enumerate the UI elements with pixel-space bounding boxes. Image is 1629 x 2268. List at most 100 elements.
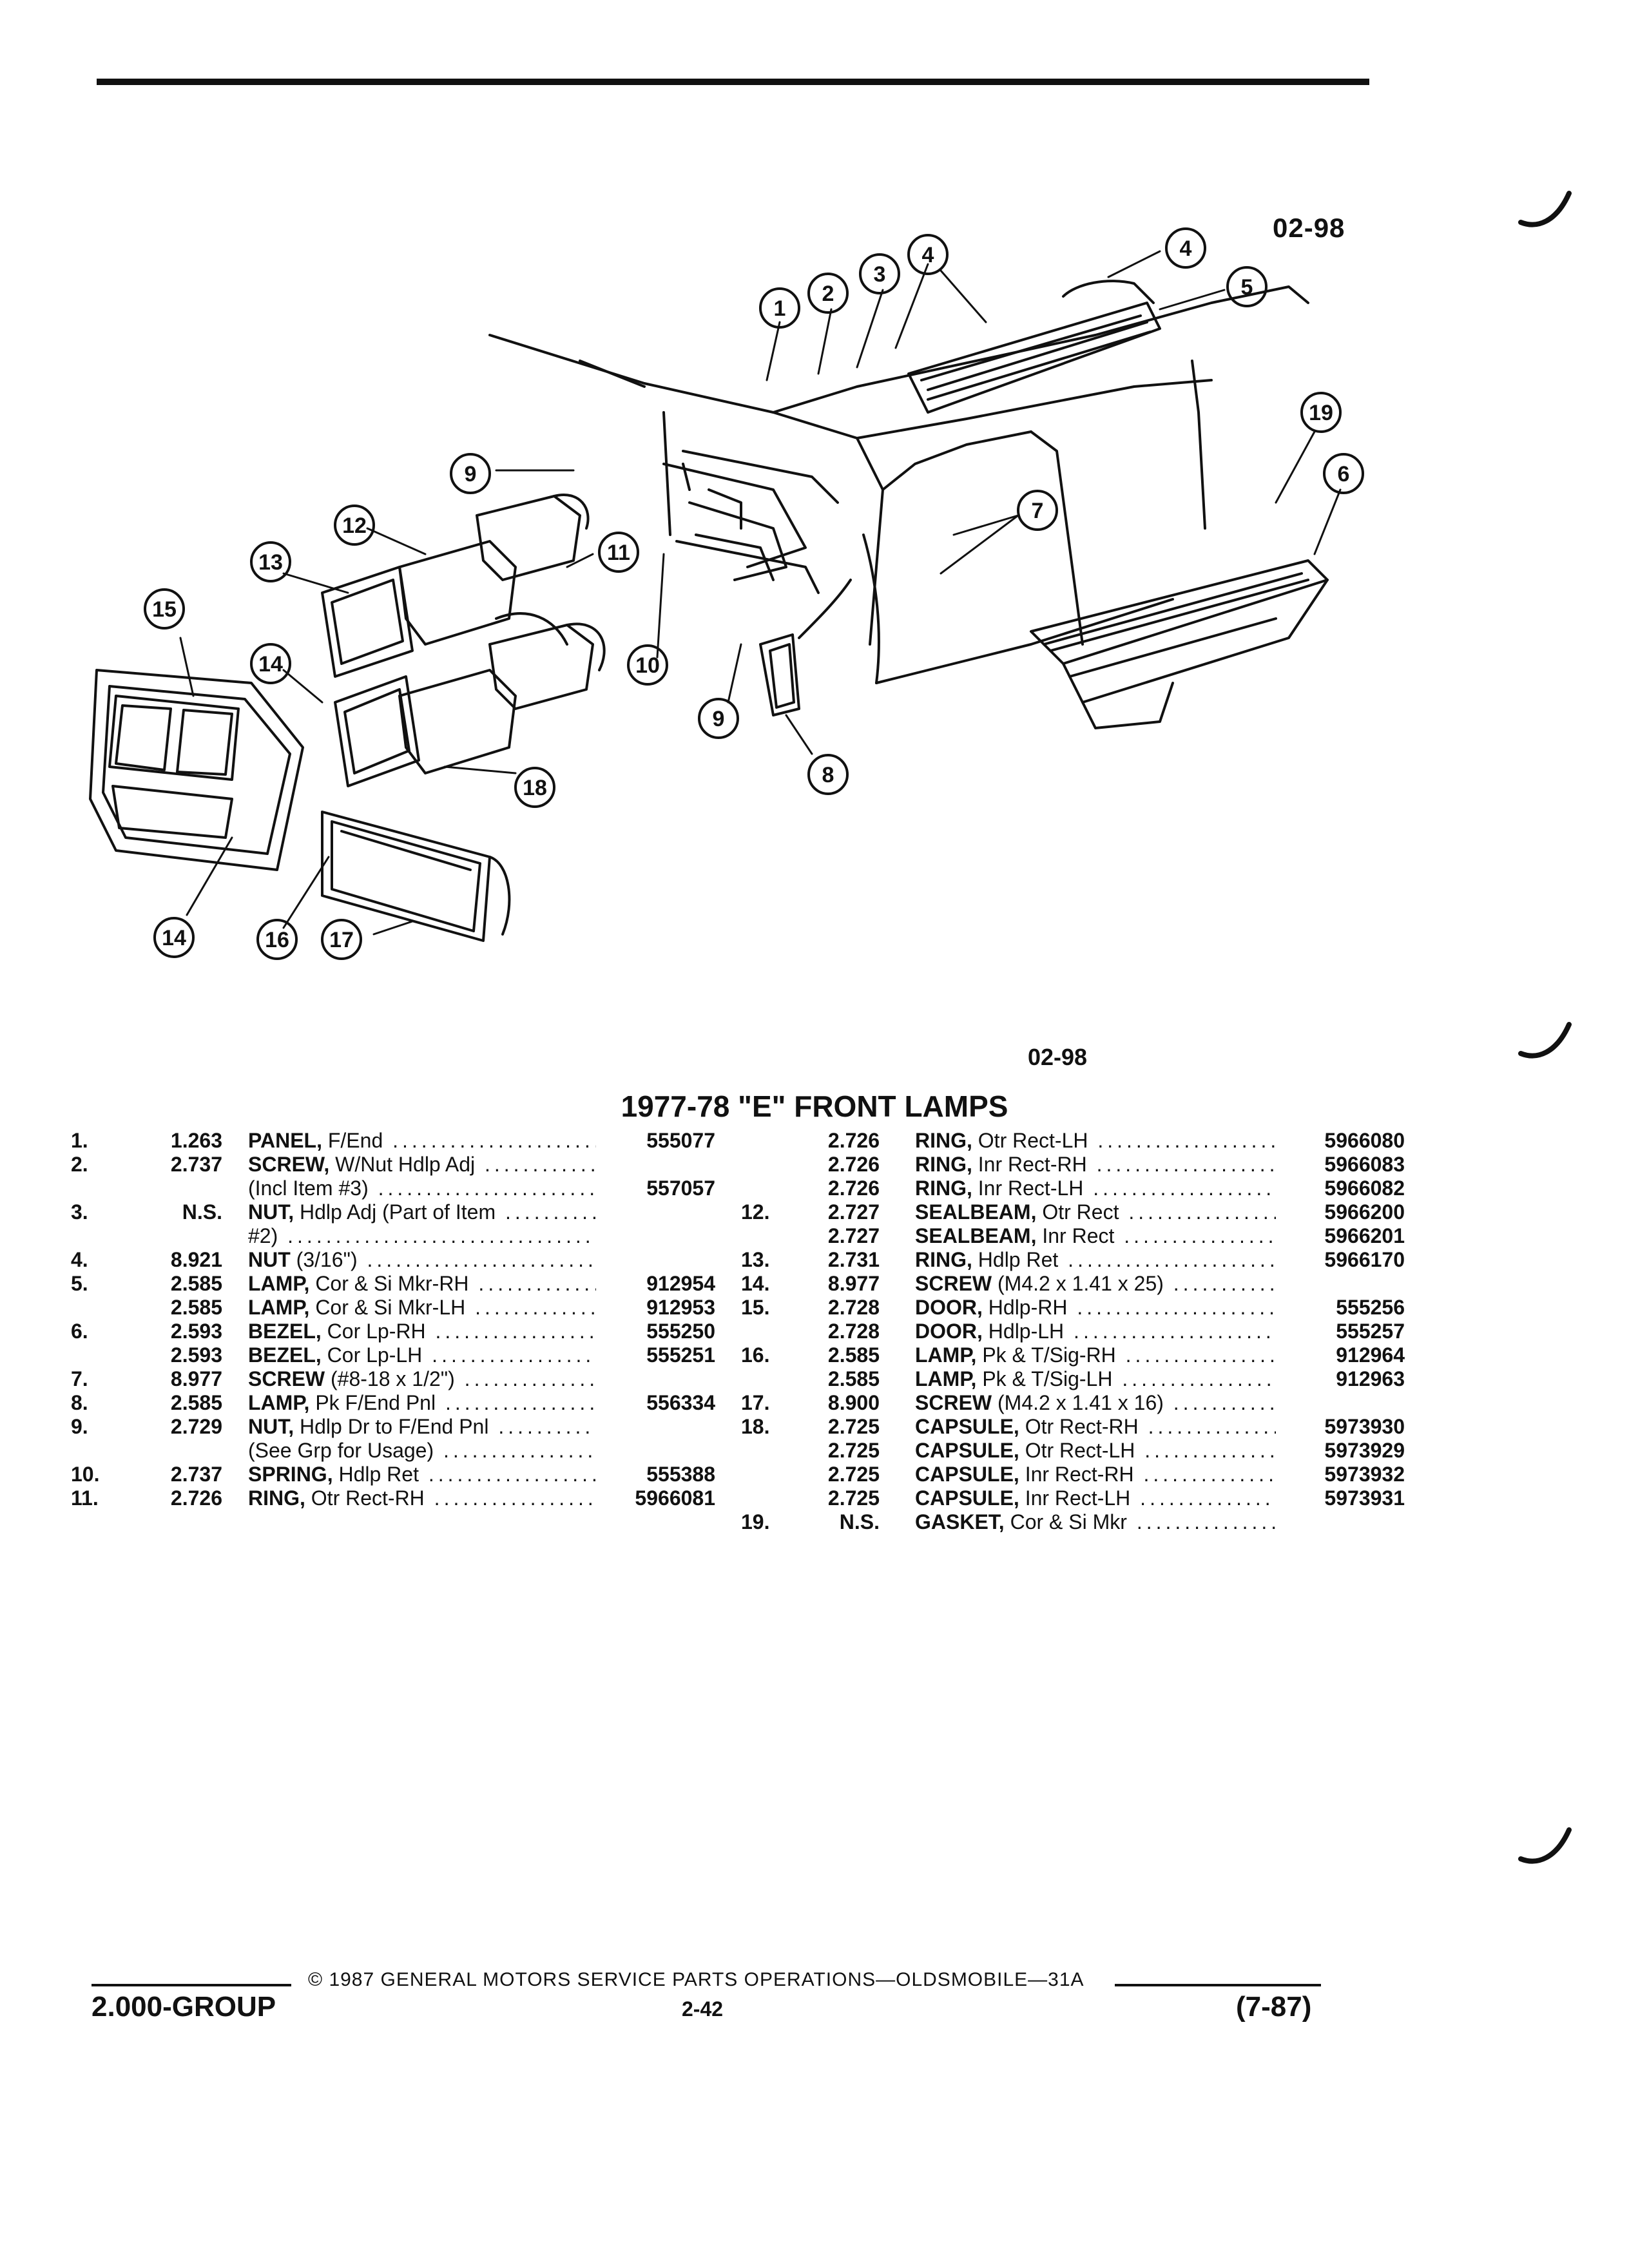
item-number: 7. [71,1367,88,1390]
part-description: CAPSULE, Otr Rect-LH ...................… [915,1439,1276,1463]
item-number: 8. [71,1391,88,1414]
callout-6: 6 [1338,462,1350,486]
part-description: SEALBEAM, Inr Rect .....................… [915,1224,1276,1248]
callout-10: 10 [635,653,660,678]
part-detail: Hdlp Dr to F/End Pnl [300,1415,489,1438]
top-rule [97,79,1369,85]
leader-dots: ........................................… [505,1200,596,1224]
part-detail: Otr Rect-RH [311,1486,425,1510]
item-number: 10. [71,1463,100,1486]
group-ref: 2.726 [827,1177,880,1200]
leader-dots: ........................................… [432,1343,596,1367]
leader-dots: ........................................… [392,1129,596,1152]
part-detail: Otr Rect-RH [1025,1415,1139,1438]
item-number: 17. [741,1391,770,1414]
part-description: CAPSULE, Inr Rect-LH ...................… [915,1486,1276,1510]
part-name: LAMP, [248,1272,310,1295]
group-ref: 2.728 [827,1296,880,1319]
binding-mark-top [1518,191,1572,227]
exploded-parts-diagram: 1 2 3 4 4 5 19 6 7 9 12 13 11 15 14 10 9… [0,0,1629,1031]
group-ref: 2.726 [170,1486,222,1510]
part-name: NUT, [248,1415,294,1438]
part-description: BEZEL, Cor Lp-RH .......................… [248,1320,596,1343]
leader-dots: ........................................… [1136,1510,1276,1533]
part-detail: Inr Rect [1042,1224,1115,1247]
part-description: PANEL, F/End ...........................… [248,1129,596,1153]
leader-dots: ........................................… [428,1463,596,1486]
leader-dots: ........................................… [1144,1439,1276,1462]
group-ref: 2.585 [170,1296,222,1319]
item-number: 1. [71,1129,88,1152]
group-ref: 2.727 [827,1200,880,1224]
callout-11: 11 [607,541,630,565]
part-name: BEZEL, [248,1320,322,1343]
side-marker-lamp [907,280,1161,414]
part-description: (Incl Item #3) .........................… [248,1177,596,1200]
callout-4b: 4 [1180,236,1192,261]
item-number: 16. [741,1343,770,1367]
group-ref: 2.725 [827,1463,880,1486]
leader-lines [179,250,1342,936]
part-description: SCREW, W/Nut Hdlp Adj ..................… [248,1153,596,1177]
part-name: NUT, [248,1200,294,1224]
group-ref: 2.726 [827,1129,880,1152]
leader-dots: ........................................… [1077,1296,1276,1319]
leader-dots: ........................................… [484,1153,596,1176]
part-number: 912964 [1336,1343,1405,1367]
part-number: 912963 [1336,1367,1405,1390]
part-number: 555250 [646,1320,715,1343]
part-detail: Otr Rect-LH [978,1129,1088,1152]
part-detail: Inr Rect-LH [978,1177,1084,1200]
part-name: SEALBEAM, [915,1224,1037,1247]
part-number: 5966081 [635,1486,715,1510]
part-name: NUT [248,1248,291,1271]
item-number: 9. [71,1415,88,1438]
part-name: LAMP, [248,1296,310,1319]
item-number: 15. [741,1296,770,1319]
leader-dots: ........................................… [378,1177,596,1200]
leader-dots: ........................................… [435,1320,596,1343]
callout-labels: 1 2 3 4 4 5 19 6 7 9 12 13 11 15 14 10 9… [152,236,1349,952]
callout-14b: 14 [162,926,186,950]
part-number: 555257 [1336,1320,1405,1343]
footer-rule-left [92,1984,291,1986]
part-detail: Inr Rect-RH [978,1153,1087,1176]
group-ref: 2.737 [170,1463,222,1486]
group-ref: 8.921 [170,1248,222,1271]
part-number: 5973929 [1324,1439,1405,1462]
part-detail: Hdlp Ret [978,1248,1059,1271]
leader-dots: ........................................… [1143,1463,1276,1486]
part-description: RING, Otr Rect-RH ......................… [248,1486,596,1510]
callout-circles [144,227,1364,960]
part-detail: Otr Rect [1042,1200,1119,1224]
footer-page-number: 2-42 [682,1997,724,2021]
group-ref: 8.900 [827,1391,880,1414]
part-detail: (#8-18 x 1/2") [331,1367,455,1390]
group-ref: 1.263 [170,1129,222,1152]
callout-3: 3 [874,262,886,287]
part-name: BEZEL, [248,1343,322,1367]
part-detail: Hdlp-RH [988,1296,1068,1319]
part-name: DOOR, [915,1320,983,1343]
front-end-park-lamp [759,579,852,716]
part-description: LAMP, Pk & T/Sig-LH ....................… [915,1367,1276,1391]
leader-dots: ........................................… [1125,1343,1276,1367]
callout-16: 16 [265,928,289,952]
leader-dots: ........................................… [1173,1272,1276,1295]
item-number: 5. [71,1272,88,1295]
callout-13: 13 [258,550,283,575]
part-detail: Hdlp Adj (Part of Item [300,1200,496,1224]
leader-dots: ........................................… [1173,1391,1276,1414]
footer-copyright: © 1987 GENERAL MOTORS SERVICE PARTS OPER… [308,1969,1084,1990]
item-number: 12. [741,1200,770,1224]
